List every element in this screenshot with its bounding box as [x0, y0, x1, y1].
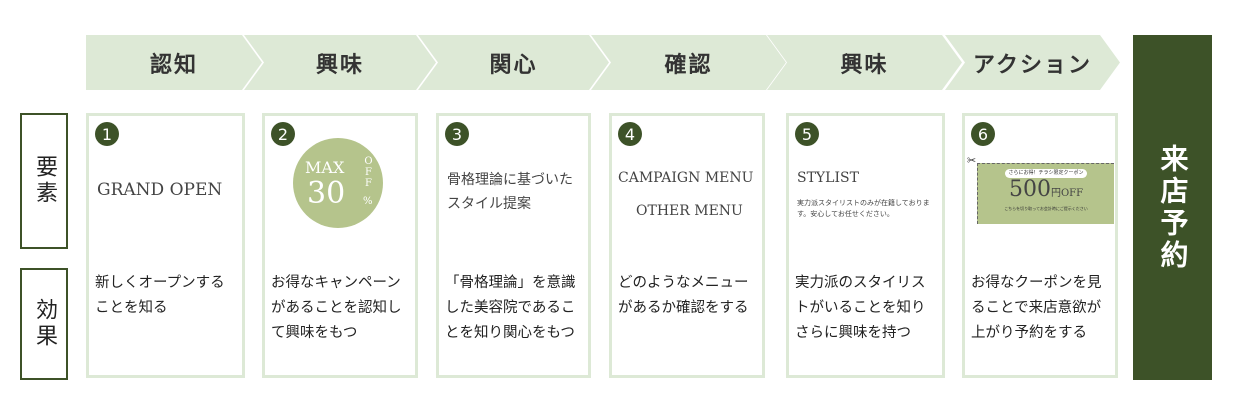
stage-5: 興味 [767, 35, 962, 90]
badge-pct: % [363, 196, 373, 207]
step-number: 2 [271, 122, 295, 146]
stage-3: 関心 [418, 35, 609, 90]
card-title: 骨格理論に基づいたスタイル提案 [447, 172, 573, 212]
card-4: 4 CAMPAIGN MENU OTHER MENU どのようなメニューがあるか… [609, 113, 765, 378]
stage-2: 興味 [244, 35, 436, 90]
card-effect: どのようなメニューがあるか確認をする [618, 275, 749, 316]
card-title: CAMPAIGN MENU [618, 170, 754, 186]
stage-6: アクション [945, 35, 1120, 90]
discount-badge: MAX 30 OFF % [293, 138, 383, 228]
step-number: 4 [618, 122, 642, 146]
card-6: 6 ✂ さらにお得！チラシ限定クーポン 500円OFF こちらを切り取ってお会計… [962, 113, 1118, 378]
card-3: 3 骨格理論に基づいたスタイル提案 「骨格理論」を意識した美容院であることを知り… [436, 113, 591, 378]
scissors-icon: ✂ [967, 154, 977, 167]
badge-off: OFF [363, 156, 374, 189]
coupon-amount: 500 [1008, 177, 1051, 202]
step-number: 5 [795, 122, 819, 146]
stage-1: 認知 [86, 35, 262, 90]
coupon-note: こちらを切り取ってお会計時にご提示ください [1004, 206, 1088, 211]
row-label-effects: 効果 [20, 268, 68, 380]
card-2: 2 MAX 30 OFF % お得なキャンペーンがあることを認知して興味をもつ [262, 113, 418, 378]
card-subtitle: OTHER MENU [636, 203, 743, 219]
step-number: 6 [971, 122, 995, 146]
card-effect: 新しくオープンすることを知る [95, 275, 225, 316]
card-desc: 実力派スタイリストのみが在籍しております。安心してお任せください。 [797, 199, 930, 218]
card-title: STYLIST [797, 170, 859, 186]
coupon-unit: 円OFF [1050, 188, 1084, 199]
stage-4: 確認 [591, 35, 786, 90]
row-label-elements: 要素 [20, 113, 68, 249]
card-effect: 実力派のスタイリストがいることを知りさらに興味を持つ [795, 275, 926, 341]
badge-value: 30 [307, 176, 346, 211]
card-effect: お得なキャンペーンがあることを認知して興味をもつ [271, 275, 402, 341]
coupon-tag: さらにお得！チラシ限定クーポン [1005, 169, 1087, 178]
badge-max: MAX [305, 158, 345, 177]
card-1: 1 GRAND OPEN 新しくオープンすることを知る [86, 113, 245, 378]
card-effect: お得なクーポンを見ることで来店意欲が上がり予約をする [971, 275, 1102, 341]
coupon: さらにお得！チラシ限定クーポン 500円OFF こちらを切り取ってお会計時にご提… [977, 163, 1114, 224]
card-title: GRAND OPEN [97, 180, 223, 200]
step-number: 1 [95, 122, 119, 146]
reservation-cta: 来店予約 [1133, 35, 1212, 380]
card-5: 5 STYLIST 実力派スタイリストのみが在籍しております。安心してお任せくだ… [786, 113, 945, 378]
card-effect: 「骨格理論」を意識した美容院であることを知り関心をもつ [445, 275, 576, 341]
step-number: 3 [445, 122, 469, 146]
